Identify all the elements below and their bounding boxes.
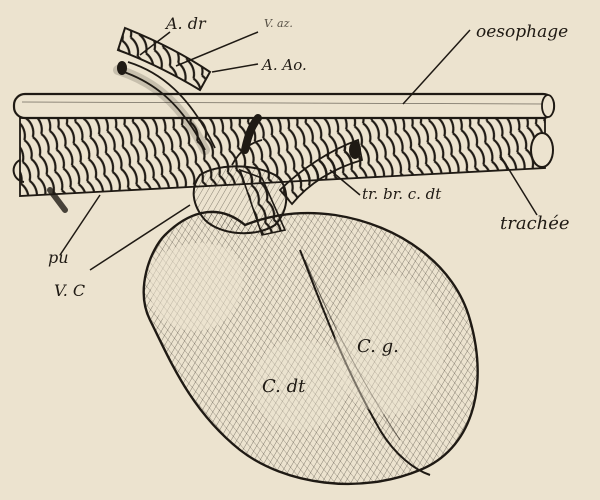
label-a-ao: A. Ao. [262, 58, 307, 73]
label-v-az: V. az. [264, 18, 293, 29]
heart [144, 212, 478, 484]
leader-a-ao [212, 64, 258, 72]
leader-v-az [176, 32, 258, 66]
label-c-g: C. g. [357, 338, 399, 356]
label-a-dr: A. dr [166, 16, 206, 32]
label-trachee: trachée [500, 215, 570, 233]
label-oesophage: oesophage [476, 24, 568, 41]
label-pu: pu [48, 250, 69, 266]
oesophagus [14, 94, 554, 118]
leader-pu [60, 195, 100, 255]
label-tr-br-c-dt: tr. br. c. dt [362, 187, 441, 202]
label-c-dt: C. dt [262, 378, 305, 396]
label-v-c: V. C [54, 283, 85, 299]
